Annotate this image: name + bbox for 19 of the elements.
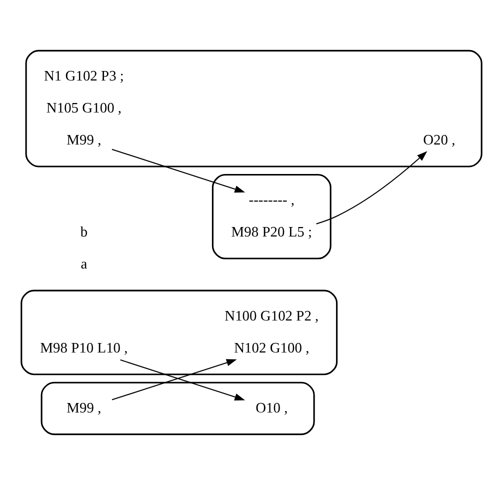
node-text: M99 ,	[66, 400, 101, 416]
node-text: N105 G100 ,	[46, 100, 122, 116]
node-text: M98 P10 L10 ,	[40, 340, 128, 356]
node-text: M98 P20 L5 ;	[230, 224, 312, 240]
cluster	[211, 174, 331, 260]
node-text: N1 G102 P3 ;	[43, 68, 124, 84]
node-text: N102 G100 ,	[234, 340, 309, 356]
arrow	[111, 148, 245, 193]
cluster	[40, 382, 314, 436]
label: b	[80, 224, 88, 240]
cluster	[24, 50, 482, 168]
node-text: -------- ,	[248, 192, 294, 208]
label: a	[80, 256, 87, 273]
cluster	[20, 290, 338, 376]
node-text: M99 ,	[66, 132, 101, 148]
arrow	[316, 151, 427, 224]
node-text: N100 G102 P2 ,	[224, 308, 318, 324]
node-text: O10 ,	[255, 400, 288, 416]
node-text: O20 ,	[422, 132, 455, 148]
